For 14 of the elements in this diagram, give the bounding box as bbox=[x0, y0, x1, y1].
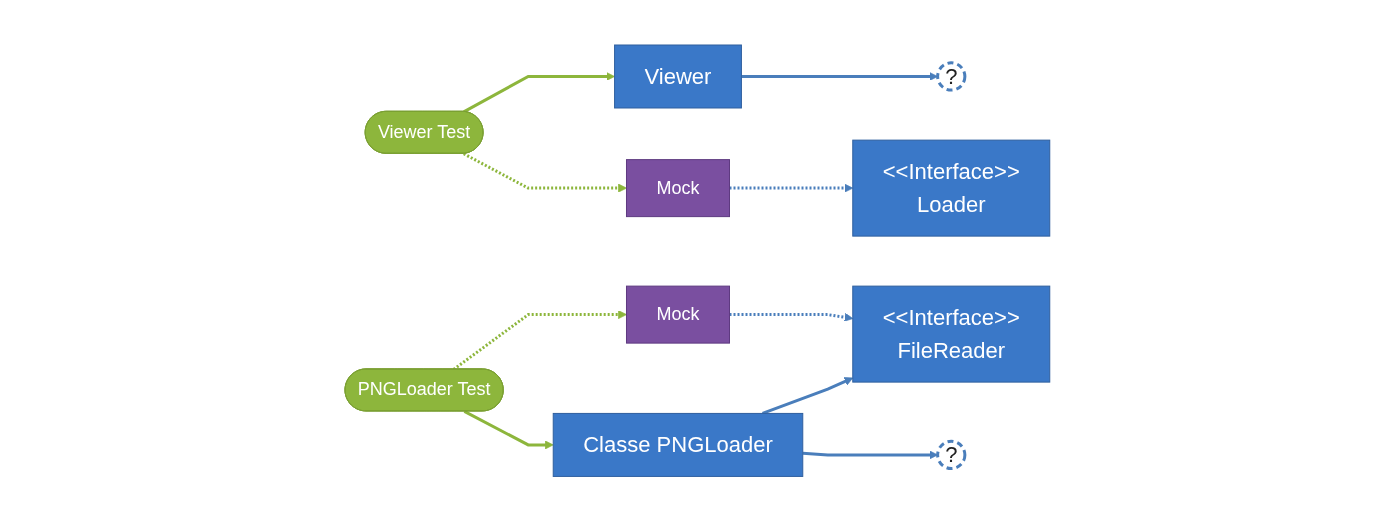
node-box: Mock bbox=[626, 285, 731, 344]
arrow bbox=[729, 313, 854, 322]
node-circle: ? bbox=[936, 440, 967, 471]
arrow bbox=[463, 152, 627, 193]
arrow bbox=[452, 310, 627, 371]
node-circle: ? bbox=[936, 61, 967, 92]
node-box: Mock bbox=[626, 159, 731, 218]
node-box: <<Interface>> Loader bbox=[852, 139, 1051, 237]
arrow bbox=[729, 184, 854, 193]
node-box: <<Interface>> FileReader bbox=[852, 285, 1051, 383]
arrow bbox=[463, 410, 554, 450]
arrow bbox=[463, 72, 616, 114]
node-box: Classe PNGLoader bbox=[552, 413, 804, 478]
node-box: Viewer bbox=[614, 44, 743, 109]
